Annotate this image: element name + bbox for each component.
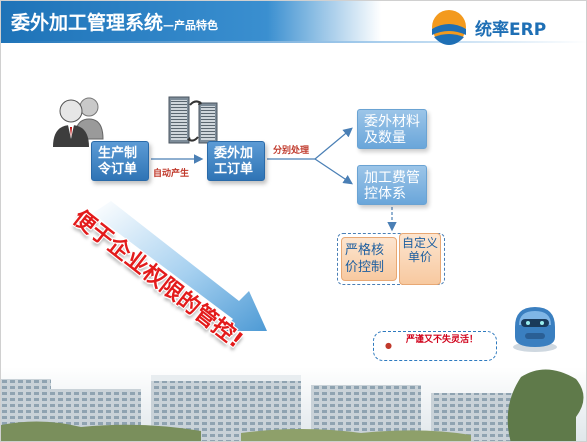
- campus-photo: [1, 367, 586, 441]
- fee-control-box: 加工费管控体系: [357, 165, 427, 205]
- production-order-box: 生产制令订单: [91, 141, 149, 181]
- servers-icon: [168, 96, 218, 144]
- page-title: 委外加工管理系统—产品特色: [11, 8, 218, 35]
- title-text: 委外加工管理系统: [11, 12, 164, 34]
- header-bar: [1, 1, 381, 41]
- custom-price-box: 自定义单价: [399, 233, 441, 285]
- materials-label: 委外材料及数量: [364, 114, 420, 146]
- outsource-order-label: 委外加工订单: [214, 146, 254, 177]
- brand-logo: 统率ERP: [475, 15, 546, 40]
- outsource-order-box: 委外加工订单: [207, 141, 265, 181]
- strict-control-box: 严格核价控制: [341, 237, 397, 281]
- users-icon: [53, 97, 104, 147]
- title-subtitle: —产品特色: [163, 19, 219, 32]
- bubble-text: 严谨又不失灵活！: [405, 335, 478, 345]
- header-divider: [1, 41, 586, 43]
- robot-icon: [513, 307, 557, 352]
- speech-bubble: [373, 331, 497, 361]
- fee-control-label: 加工费管控体系: [364, 170, 420, 202]
- materials-box: 委外材料及数量: [357, 109, 427, 149]
- brand-name: 统率: [475, 20, 509, 40]
- auto-generate-label: 自动产生: [153, 169, 190, 179]
- brand-erp: ERP: [509, 20, 547, 40]
- strict-control-label: 严格核价控制: [345, 243, 385, 275]
- sun-logo-icon: [432, 10, 466, 45]
- split-handle-label: 分别处理: [273, 146, 310, 156]
- bullet-icon: ●: [385, 341, 392, 350]
- production-order-label: 生产制令订单: [98, 146, 138, 177]
- custom-price-label: 自定义单价: [402, 236, 439, 264]
